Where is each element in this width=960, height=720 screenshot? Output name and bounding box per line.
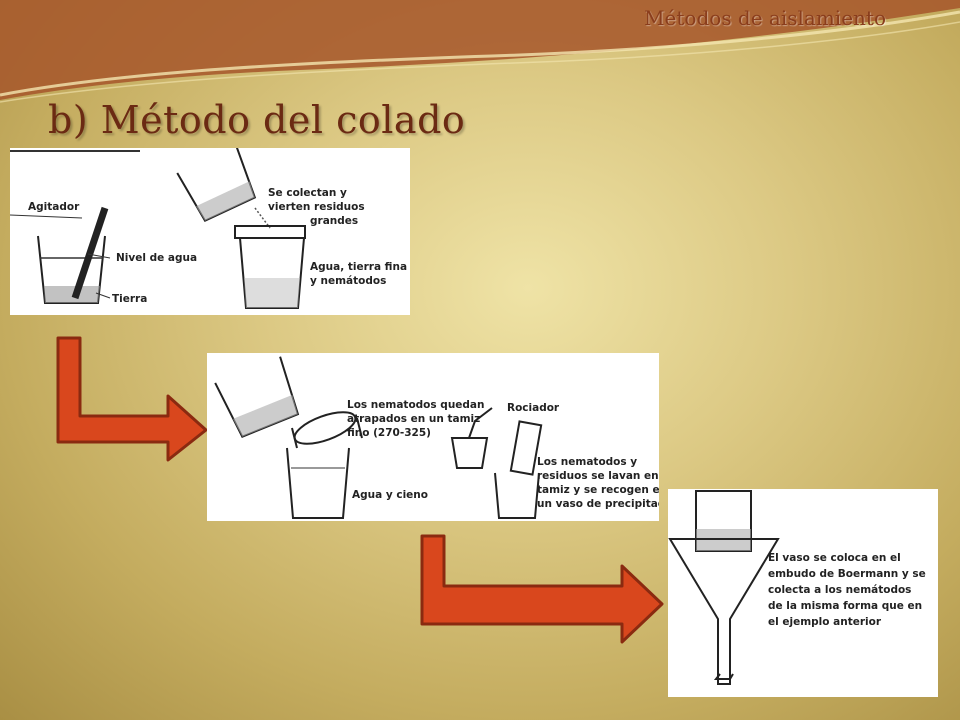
header-swoosh xyxy=(0,0,960,103)
arrow-step-1-to-2 xyxy=(56,336,208,462)
label-lavan-3: tamiz y se recogen en xyxy=(537,484,659,496)
slide-title: b) Método del colado xyxy=(48,98,466,142)
diagram-panel-3: El vaso se coloca en el embudo de Boerma… xyxy=(668,489,938,697)
section-title: Métodos de aislamiento xyxy=(644,6,886,30)
arrow-step-2-to-3 xyxy=(420,534,664,644)
label-quedan-2: atrapados en un tamiz xyxy=(347,413,480,425)
label-panel3-5: el ejemplo anterior xyxy=(768,616,882,628)
label-agua-1: Agua, tierra fina xyxy=(310,261,407,273)
label-lavan-2: residuos se lavan en el xyxy=(537,470,659,482)
label-lavan-4: un vaso de precipitado xyxy=(537,498,659,510)
label-colectan-2: vierten residuos xyxy=(268,201,365,213)
sieving-step-2-illustration: Los nematodos quedan atrapados en un tam… xyxy=(214,356,659,519)
label-panel3-2: embudo de Boermann y se xyxy=(768,568,926,580)
label-colectan-1: Se colectan y xyxy=(268,187,347,199)
label-quedan-1: Los nematodos quedan xyxy=(347,399,485,411)
label-agua-2: y nemátodos xyxy=(310,275,386,287)
label-nivel: Nivel de agua xyxy=(116,252,197,264)
label-colectan-3: grandes xyxy=(310,215,358,227)
diagram-panel-2: Los nematodos quedan atrapados en un tam… xyxy=(207,353,659,521)
label-quedan-3: fino (270-325) xyxy=(347,427,431,439)
label-panel3-4: de la misma forma que en xyxy=(768,600,922,612)
label-agitador: Agitador xyxy=(28,201,80,213)
label-tierra: Tierra xyxy=(112,293,147,305)
label-panel3-3: colecta a los nemátodos xyxy=(768,584,911,596)
label-cieno: Agua y cieno xyxy=(352,489,428,501)
label-lavan-1: Los nematodos y xyxy=(537,456,637,468)
sieving-step-1-illustration: Agitador Nivel de agua Tierra Se colecta… xyxy=(10,148,407,309)
label-rociador: Rociador xyxy=(507,402,560,414)
label-panel3-1: El vaso se coloca en el xyxy=(768,552,901,564)
baermann-funnel-illustration: El vaso se coloca en el embudo de Boerma… xyxy=(668,490,926,685)
diagram-panel-1: Agitador Nivel de agua Tierra Se colecta… xyxy=(10,148,410,315)
